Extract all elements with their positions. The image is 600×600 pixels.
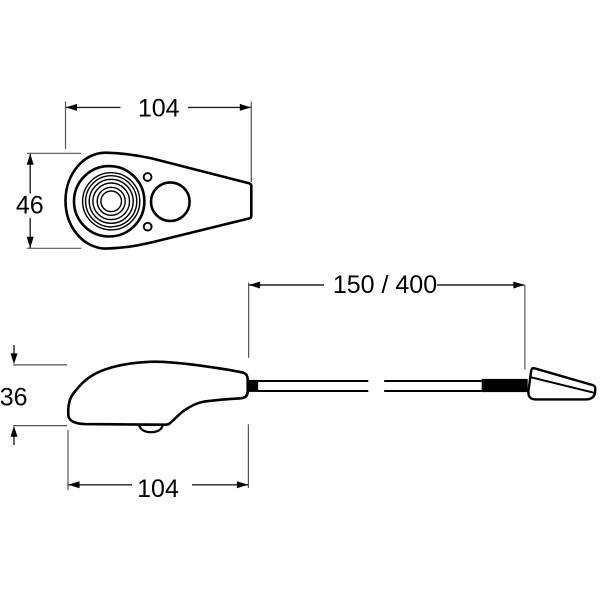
svg-text:150 / 400: 150 / 400 bbox=[333, 271, 437, 299]
svg-text:104: 104 bbox=[138, 94, 180, 122]
svg-text:46: 46 bbox=[16, 191, 44, 219]
svg-text:36: 36 bbox=[0, 384, 28, 412]
svg-text:104: 104 bbox=[137, 475, 179, 503]
